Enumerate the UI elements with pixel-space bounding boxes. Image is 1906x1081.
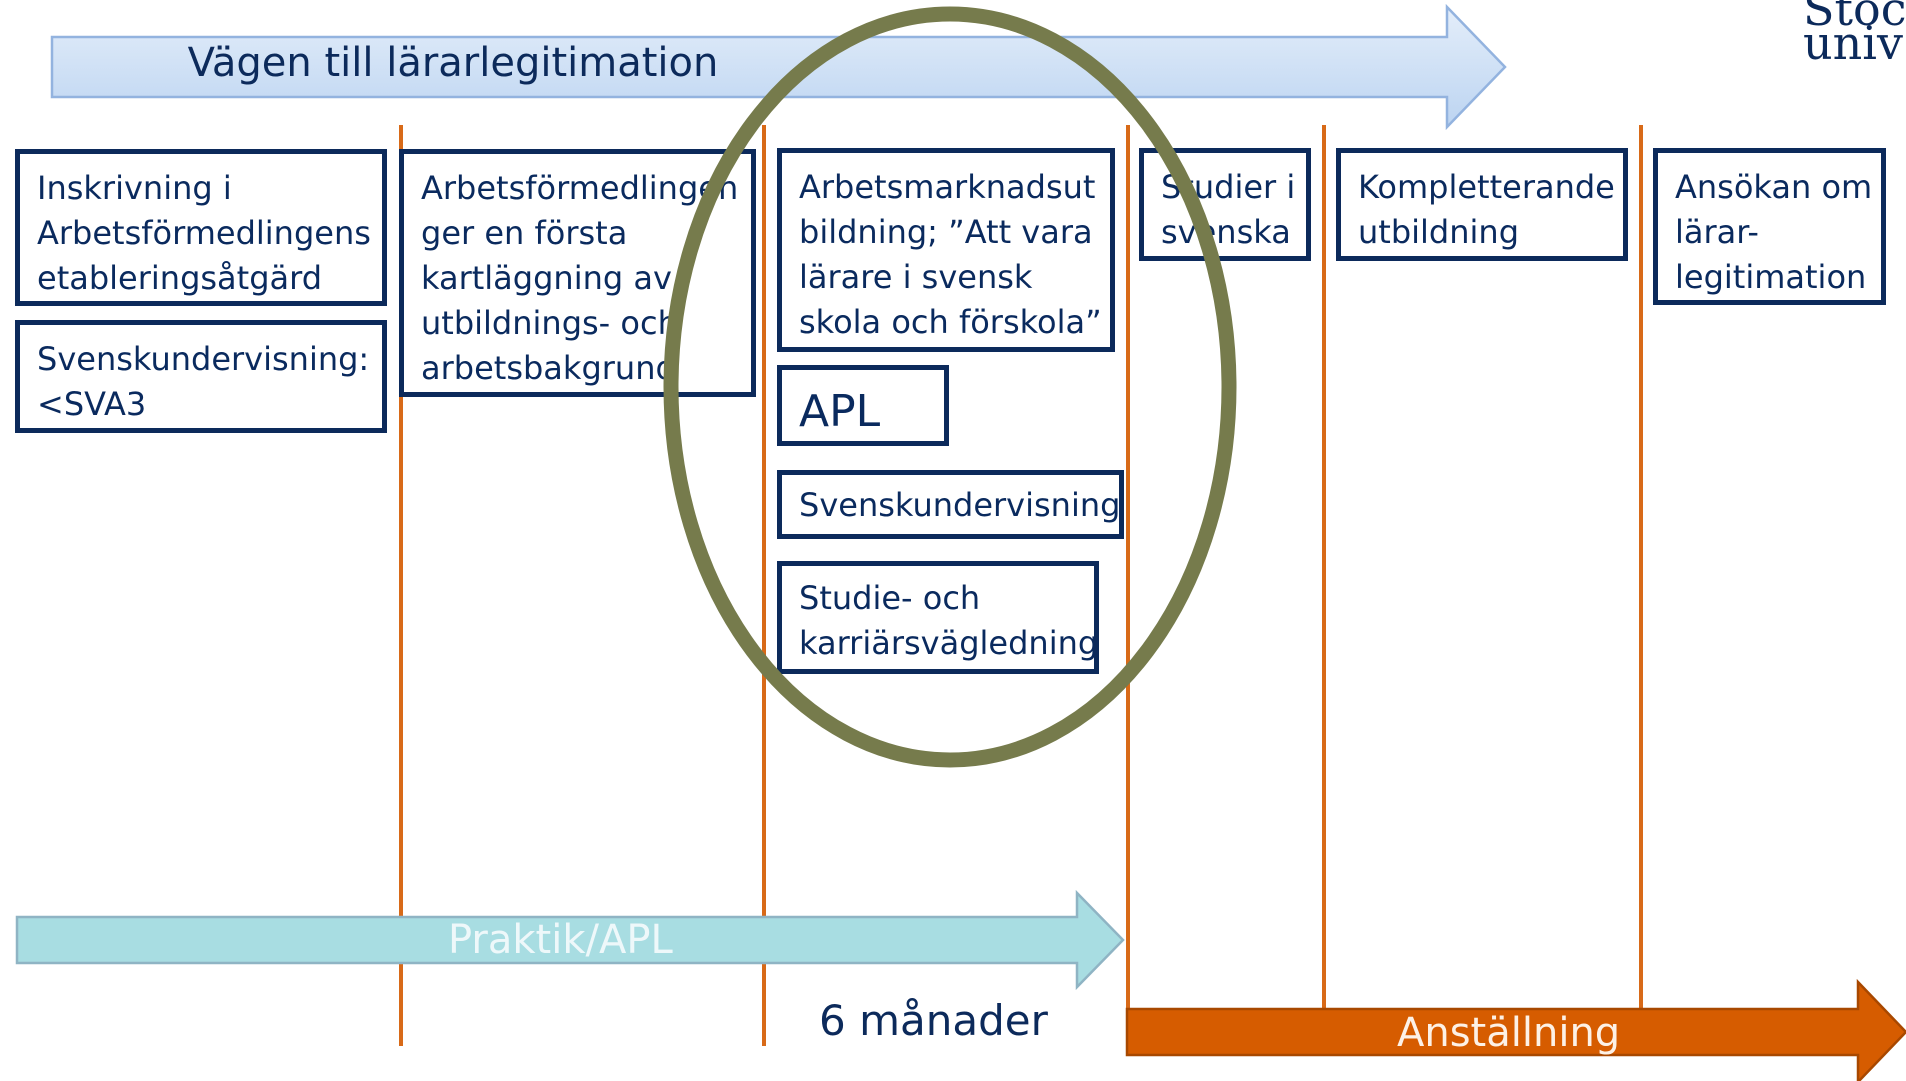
step-line: Inskrivning i xyxy=(37,169,232,207)
step-line: legitimation xyxy=(1675,258,1867,296)
step-line: Arbetsmarknadsut xyxy=(799,168,1096,206)
step-line: karriärsvägledning xyxy=(799,624,1099,662)
step-line: Studie- och xyxy=(799,579,981,617)
step-line: <SVA3 xyxy=(37,385,147,423)
step-box-registration: Inskrivning i Arbetsförmedlingens etable… xyxy=(15,149,387,306)
employment-arrow-label: Anställning xyxy=(1397,1010,1621,1056)
phase-divider-5 xyxy=(1639,125,1643,1013)
step-line: Ansökan om xyxy=(1675,168,1873,206)
step-line: bildning; ”Att vara xyxy=(799,213,1093,251)
practice-arrow-shape xyxy=(15,889,1125,991)
duration-label: 6 månader xyxy=(819,996,1048,1045)
logo-line-2: univ xyxy=(1803,16,1903,70)
step-line: arbetsbakgrund xyxy=(421,349,676,387)
step-box-mapping: Arbetsförmedlingen ger en första kartläg… xyxy=(399,149,756,397)
step-line: ger en första xyxy=(421,214,628,252)
step-line: kartläggning av xyxy=(421,259,672,297)
step-line: Svenskundervisning xyxy=(799,486,1121,524)
phase-divider-4 xyxy=(1322,125,1326,1013)
step-box-apl: APL xyxy=(777,365,949,446)
step-box-license-application: Ansökan om lärar- legitimation xyxy=(1653,148,1886,305)
step-line: svenska xyxy=(1161,213,1291,251)
header-arrow-label: Vägen till lärarlegitimation xyxy=(187,40,719,86)
practice-arrow-label: Praktik/APL xyxy=(448,917,673,963)
phase-divider-3 xyxy=(1126,125,1130,1013)
step-line: Svenskundervisning: xyxy=(37,340,370,378)
step-line: lärar- xyxy=(1675,213,1759,251)
step-line: utbildnings- och xyxy=(421,304,678,342)
step-line: etableringsåtgärd xyxy=(37,259,323,297)
step-line: APL xyxy=(799,386,881,437)
university-logo: Stoc univ xyxy=(1803,0,1906,70)
highlight-ellipse xyxy=(663,6,1237,768)
employment-arrow-shape xyxy=(1125,978,1906,1081)
step-line: utbildning xyxy=(1358,213,1519,251)
step-box-swedish-teaching-2: Svenskundervisning xyxy=(777,470,1124,539)
step-line: Arbetsförmedlingens xyxy=(37,214,371,252)
step-box-supplementary-education: Kompletterande utbildning xyxy=(1336,148,1628,261)
step-line: lärare i svensk xyxy=(799,258,1033,296)
step-box-career-guidance: Studie- och karriärsvägledning xyxy=(777,561,1099,674)
phase-divider-1 xyxy=(399,125,403,1046)
phase-divider-2 xyxy=(762,125,766,1046)
header-arrow-shape xyxy=(50,3,1507,131)
step-line: Kompletterande xyxy=(1358,168,1615,206)
step-box-swedish-teaching: Svenskundervisning: <SVA3 xyxy=(15,320,387,433)
step-box-labour-market-training: Arbetsmarknadsut bildning; ”Att vara lär… xyxy=(777,148,1115,352)
step-line: skola och förskola” xyxy=(799,303,1102,341)
step-line: Arbetsförmedlingen xyxy=(421,169,739,207)
